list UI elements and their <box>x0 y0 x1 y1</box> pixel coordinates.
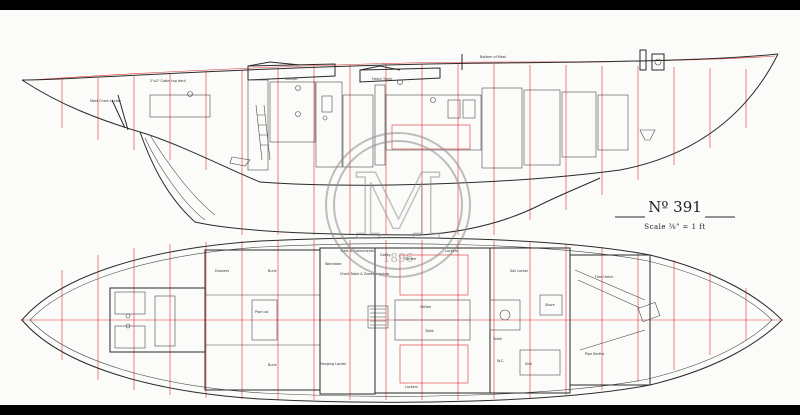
label-galley: Galley <box>380 253 391 257</box>
porthole <box>295 85 301 91</box>
label-fore-hatch: Fore Hatch <box>595 275 613 279</box>
label-lockers-bottom: Lockers <box>405 385 418 389</box>
label-chart-table: Chart Table & Drawers below <box>340 272 389 276</box>
profile-waterline-hull <box>21 53 779 186</box>
label-bunk-top: Bunk <box>268 269 277 273</box>
drawing-number: Nº 391 <box>648 198 702 216</box>
bow-fittings <box>639 49 665 71</box>
watermark-logo: M 1896 <box>325 132 471 278</box>
propeller <box>229 156 251 167</box>
label-hatch: Hatch Trunk <box>372 77 392 81</box>
label-bunk-bottom: Bunk <box>268 363 277 367</box>
watermark-year: 1896 <box>383 251 414 265</box>
rudder-post <box>111 94 129 131</box>
label-toilet: Toilet <box>492 337 503 341</box>
label-hanging-locker: Hanging Locker <box>320 362 347 366</box>
label-table-instruments: Table & Instruments <box>339 249 374 253</box>
watermark-letter: M <box>352 155 444 260</box>
title-block: Nº 391 Scale ⅜" = 1 ft <box>615 198 735 231</box>
label-sink: Sink <box>525 362 532 366</box>
drawing-sheet: Mast Chain Locker 2"x2" Cabin top deck H… <box>0 10 800 405</box>
label-drawers: Drawers <box>215 269 229 273</box>
profile-station-lines <box>29 55 776 235</box>
cabin-trunk-aft <box>247 63 336 81</box>
label-settee-mid: Settee <box>420 305 431 309</box>
label-forepeak: 2"x2" Cabin top deck <box>150 79 186 83</box>
label-table: Table <box>424 329 434 333</box>
label-sail-locker: Sail Locker <box>510 269 529 273</box>
drawing-scale: Scale ⅜" = 1 ft <box>644 223 705 231</box>
label-wardrobe: Wardrobe <box>325 262 341 266</box>
boat-plan-drawing: Mast Chain Locker 2"x2" Cabin top deck H… <box>20 49 783 403</box>
main-saloon <box>374 247 491 394</box>
forepeak-cabin <box>569 254 651 386</box>
label-anchor-well: Mast Chain Locker <box>90 99 122 103</box>
label-pipe-cot: Pipe cot <box>255 310 269 314</box>
profile-keel <box>139 131 601 236</box>
label-bunk-fore: Pipe Berths <box>585 352 605 356</box>
cabin-trunk-fwd <box>359 67 441 83</box>
label-cockpit: Cockpit <box>285 77 298 81</box>
plan-hull-outline <box>21 237 783 403</box>
label-settee-top: Settee <box>405 257 416 261</box>
label-w-c: W.C. <box>497 359 505 363</box>
label-stove: Stove <box>545 303 555 307</box>
profile-sheer <box>21 53 779 81</box>
plan-view: Wardrobe Table & Instruments Chart Table… <box>20 237 783 403</box>
profile-view: Mast Chain Locker 2"x2" Cabin top deck H… <box>21 49 779 236</box>
label-deck-note: Bottom of Mast <box>480 55 507 59</box>
label-lockers-top: Lockers <box>445 249 458 253</box>
